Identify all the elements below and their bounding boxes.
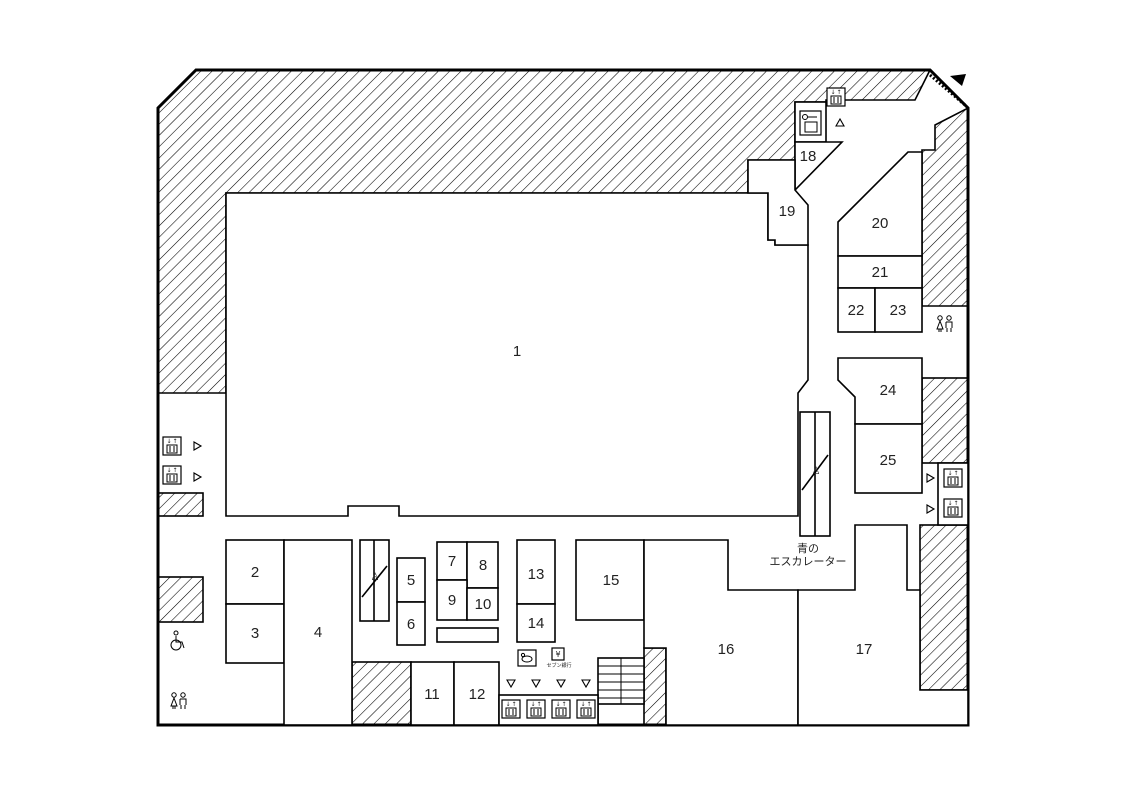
escalator-label-line1: 青の bbox=[797, 542, 819, 555]
room-1-label: 1 bbox=[513, 343, 521, 360]
elevator-icon[interactable] bbox=[162, 465, 182, 485]
room-5-label: 5 bbox=[407, 572, 415, 589]
room-8[interactable] bbox=[466, 541, 499, 589]
room-9[interactable] bbox=[436, 579, 468, 621]
hatched-area-bottom-2 bbox=[643, 647, 667, 726]
room-14[interactable] bbox=[516, 603, 556, 643]
room-17-label: 17 bbox=[856, 641, 873, 658]
accessible-restroom-icon bbox=[170, 630, 185, 651]
elevator-icon[interactable] bbox=[826, 87, 846, 107]
escalator-icon: ♙ bbox=[799, 411, 831, 537]
hatched-area-right-upper bbox=[921, 106, 969, 307]
elevator-arrow-icon bbox=[193, 472, 203, 482]
room-15-label: 15 bbox=[603, 572, 620, 589]
elevator-icon[interactable] bbox=[162, 436, 182, 456]
entrance-arrow-icon bbox=[929, 73, 966, 107]
escalator-label-line2: エスカレーター bbox=[770, 555, 847, 568]
restroom-icon bbox=[170, 692, 187, 710]
room-20[interactable] bbox=[837, 151, 923, 257]
room-10-label: 10 bbox=[475, 596, 492, 613]
room-15[interactable] bbox=[575, 539, 645, 621]
room-24-label: 24 bbox=[880, 382, 897, 399]
room-25[interactable] bbox=[854, 423, 923, 494]
elevator-icon[interactable] bbox=[576, 699, 596, 719]
room-3[interactable] bbox=[225, 603, 285, 664]
room-9-label: 9 bbox=[448, 592, 456, 609]
atm-label: セブン銀行 bbox=[546, 662, 571, 669]
room-21-label: 21 bbox=[872, 264, 889, 281]
room-16-label: 16 bbox=[718, 641, 735, 658]
room-19-label: 19 bbox=[779, 203, 796, 220]
elevator-arrow-icon bbox=[556, 679, 566, 689]
room-22-label: 22 bbox=[848, 302, 865, 319]
room-3-label: 3 bbox=[251, 625, 259, 642]
elevator-arrow-icon bbox=[926, 473, 936, 483]
elevator-arrow-icon bbox=[581, 679, 591, 689]
room-4-label: 4 bbox=[314, 624, 322, 641]
baby-care-icon bbox=[517, 649, 537, 667]
room-4[interactable] bbox=[283, 539, 353, 726]
elevator-icon[interactable] bbox=[526, 699, 546, 719]
room-17[interactable] bbox=[797, 524, 969, 726]
elevator-arrow-icon bbox=[193, 441, 203, 451]
room-6-label: 6 bbox=[407, 616, 415, 633]
elevator-bank-bottom bbox=[498, 679, 599, 726]
elevator-arrow-icon bbox=[926, 504, 936, 514]
hatched-area-right-mid bbox=[921, 377, 969, 464]
restroom-icon bbox=[936, 315, 953, 333]
atm-icon[interactable]: ¥ セブン銀行 bbox=[546, 647, 572, 669]
room-7-label: 7 bbox=[448, 553, 456, 570]
hatched-area-right-lower bbox=[919, 524, 969, 691]
elevator-arrow-icon bbox=[835, 117, 845, 127]
room-8-label: 8 bbox=[479, 557, 487, 574]
room-20-label: 20 bbox=[872, 215, 889, 232]
room-18-label: 18 bbox=[800, 148, 817, 165]
locker-icon bbox=[799, 110, 822, 136]
elevator-icon[interactable] bbox=[943, 468, 963, 488]
room-23-label: 23 bbox=[890, 302, 907, 319]
elevator-icon[interactable] bbox=[551, 699, 571, 719]
room-14-label: 14 bbox=[528, 615, 545, 632]
counter bbox=[436, 627, 499, 643]
stairs-icon bbox=[597, 657, 645, 705]
room-12-label: 12 bbox=[469, 686, 486, 703]
hatched-area-bottom-1 bbox=[351, 661, 412, 726]
elevator-arrow-icon bbox=[531, 679, 541, 689]
room-23[interactable] bbox=[874, 287, 923, 333]
svg-text:¥: ¥ bbox=[555, 650, 560, 659]
escalator-icon: ♙ bbox=[359, 539, 390, 622]
elevator-bank-right bbox=[937, 462, 969, 526]
elevator-arrow-icon bbox=[506, 679, 516, 689]
room-12[interactable] bbox=[453, 661, 500, 726]
hatched-area-left-1 bbox=[157, 492, 204, 517]
room-25-label: 25 bbox=[880, 452, 897, 469]
svg-text:♙: ♙ bbox=[371, 572, 380, 583]
svg-text:♙: ♙ bbox=[812, 466, 821, 477]
room-7[interactable] bbox=[436, 541, 468, 581]
room-13[interactable] bbox=[516, 539, 556, 605]
room-13-label: 13 bbox=[528, 566, 545, 583]
room-19[interactable] bbox=[747, 159, 809, 246]
room-2[interactable] bbox=[225, 539, 285, 605]
room-6[interactable] bbox=[396, 601, 426, 646]
room-2-label: 2 bbox=[251, 564, 259, 581]
hatched-area-left-2 bbox=[157, 576, 204, 623]
room-11-label: 11 bbox=[424, 686, 440, 703]
elevator-icon[interactable] bbox=[501, 699, 521, 719]
elevator-icon[interactable] bbox=[943, 498, 963, 518]
room-10[interactable] bbox=[466, 587, 499, 621]
